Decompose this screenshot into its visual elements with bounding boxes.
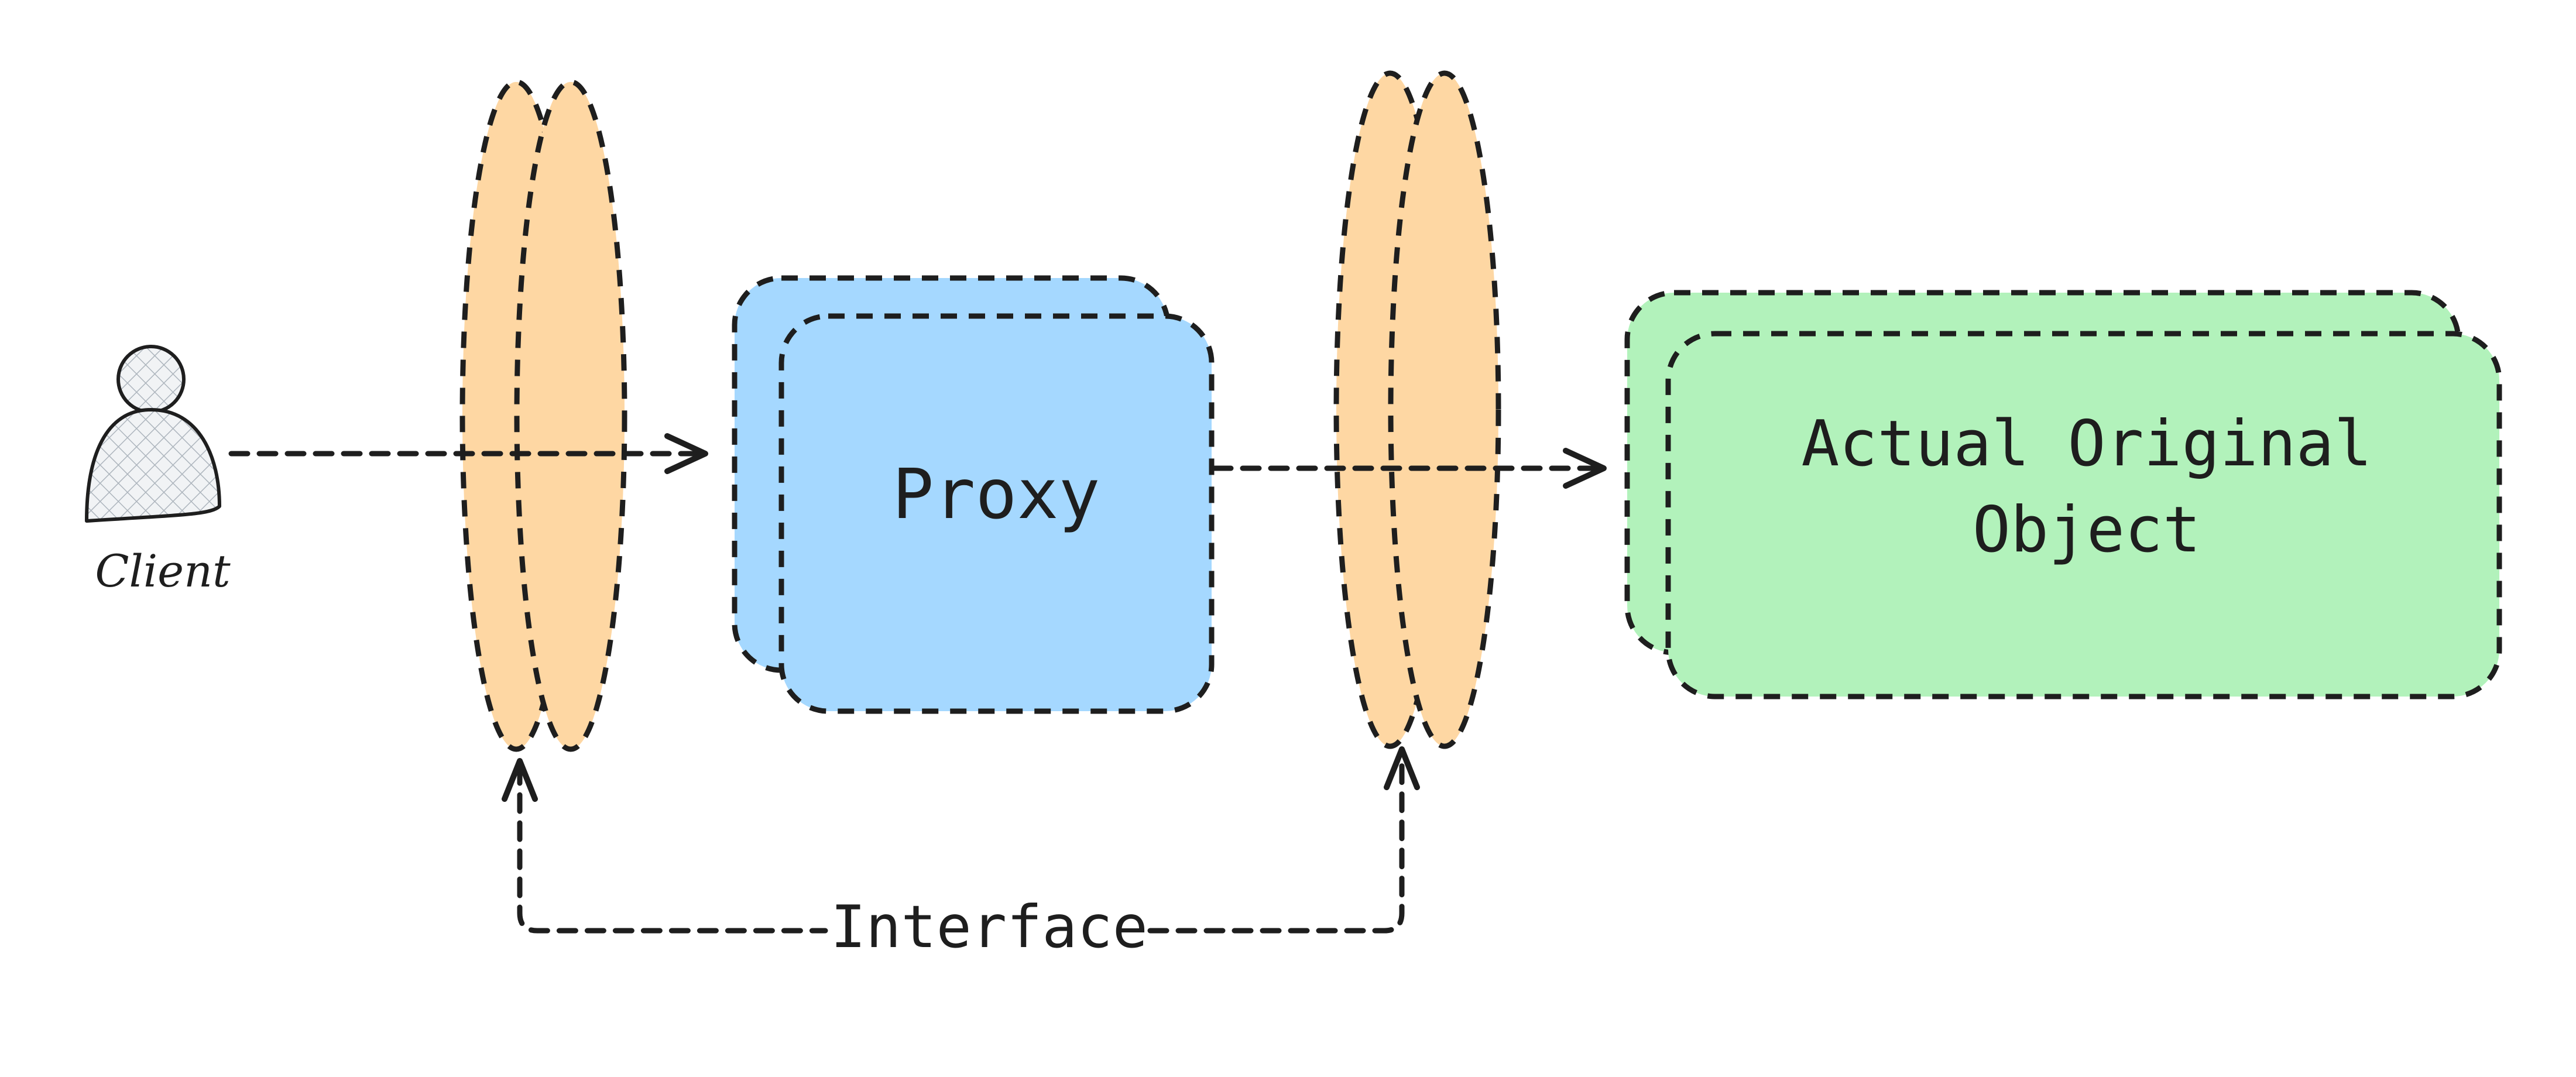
client-actor: Client — [85, 345, 231, 597]
arrow-proxy-to-original — [1212, 448, 1607, 489]
interface-connector: Interface — [502, 746, 1420, 961]
interface-label: Interface — [831, 893, 1148, 961]
interface-right — [1333, 70, 1501, 749]
client-label: Client — [95, 545, 231, 597]
arrow-client-to-proxy — [228, 433, 708, 474]
original-object-label-line2: Object — [1973, 493, 2201, 567]
original-object-label-line1: Actual Original — [1801, 407, 2372, 481]
proxy-box: Proxy — [732, 275, 1215, 714]
proxy-label: Proxy — [892, 454, 1100, 534]
original-object-box: Actual Original Object — [1624, 290, 2502, 699]
arrowhead-right-up-icon — [1384, 746, 1420, 790]
person-icon — [85, 345, 221, 523]
interface-left — [459, 79, 627, 752]
arrowhead-left-up-icon — [502, 758, 538, 802]
